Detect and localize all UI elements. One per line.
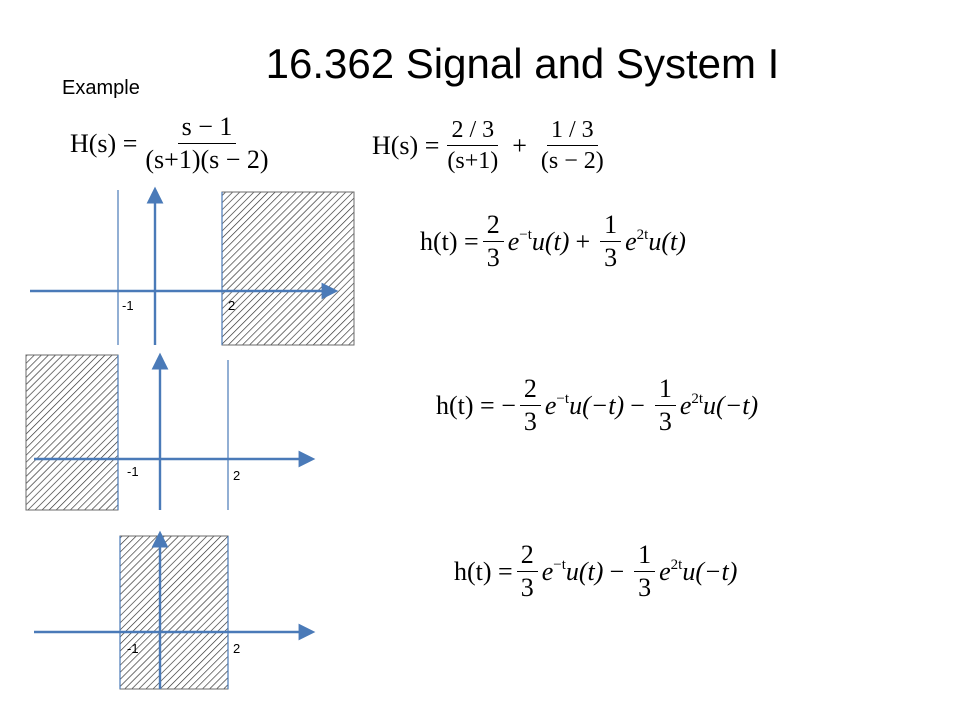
base: e	[541, 556, 554, 586]
step: u(t)	[531, 226, 570, 256]
numerator: 2	[482, 212, 504, 242]
fraction: s − 1 (s+1)(s − 2)	[141, 114, 272, 173]
tick-label-right: 2	[233, 468, 240, 483]
lhs: H(s) =	[70, 128, 138, 158]
exponent: −t	[553, 556, 566, 573]
term-1: e−tu(t)	[541, 556, 604, 586]
example-label: Example	[62, 77, 140, 99]
denominator: 3	[638, 573, 652, 602]
numerator: 1	[634, 542, 656, 572]
base: e	[625, 226, 637, 256]
base: e	[544, 390, 557, 420]
base: e	[679, 390, 692, 420]
denominator: 3	[520, 573, 534, 602]
exponent: 2t	[636, 226, 649, 243]
tick-label-left: -1	[122, 298, 134, 313]
denominator: 3	[604, 243, 618, 272]
denominator: (s+1)	[447, 148, 499, 174]
operator: +	[575, 226, 591, 256]
term-1: e−tu(t)	[507, 226, 570, 256]
exponent: −t	[519, 226, 532, 243]
denominator: (s+1)(s − 2)	[145, 145, 269, 174]
exponent: 2t	[670, 556, 683, 573]
roc-plot-two-sided: -1 2	[34, 530, 316, 690]
term-2: e2tu(−t)	[679, 390, 759, 420]
tick-label-right: 2	[228, 298, 235, 313]
denominator: 3	[486, 243, 500, 272]
page-title: 16.362 Signal and System I	[265, 40, 780, 87]
roc-plot-anticausal: -1 2	[25, 352, 316, 511]
numerator: 1	[600, 212, 622, 242]
numerator: 2	[519, 376, 541, 406]
tick-label-left: -1	[127, 464, 139, 479]
term-2: e2tu(−t)	[659, 556, 738, 586]
tick-label-right: 2	[233, 641, 240, 656]
lhs: h(t) =	[454, 556, 513, 586]
numerator: 2	[516, 542, 538, 572]
step: u(t)	[648, 226, 686, 256]
denominator: 3	[658, 407, 672, 436]
transfer-function-partial: H(s) = 2 / 3 (s+1) + 1 / 3 (s − 2)	[372, 118, 612, 173]
tick-label-left: -1	[127, 641, 139, 656]
exponent: −t	[556, 390, 570, 407]
numerator: 1	[654, 376, 676, 406]
term-1: e−tu(−t)	[544, 390, 625, 420]
step: u(t)	[565, 556, 604, 586]
term-2: e2tu(t)	[625, 226, 686, 256]
numerator: s − 1	[177, 114, 237, 144]
numerator: 2 / 3	[447, 118, 499, 146]
denominator: 3	[523, 407, 537, 436]
step: u(−t)	[569, 390, 625, 420]
operator: −	[609, 556, 625, 586]
plus-sign: +	[512, 130, 527, 160]
lhs: h(t) = −	[436, 390, 516, 420]
numerator: 1 / 3	[547, 118, 598, 146]
roc-region	[25, 354, 119, 511]
lhs: h(t) =	[420, 226, 479, 256]
base: e	[507, 226, 520, 256]
denominator: (s − 2)	[540, 148, 604, 174]
fraction-1: 2 / 3 (s+1)	[443, 118, 502, 173]
base: e	[659, 556, 671, 586]
lhs: H(s) =	[372, 130, 440, 160]
step: u(−t)	[703, 390, 759, 420]
step: u(−t)	[682, 556, 738, 586]
operator: −	[630, 390, 645, 420]
exponent: 2t	[691, 390, 704, 407]
fraction-2: 1 / 3 (s − 2)	[537, 118, 608, 173]
roc-region	[119, 535, 229, 690]
transfer-function-factored: H(s) = s − 1 (s+1)(s − 2)	[70, 114, 277, 173]
roc-region	[221, 191, 355, 346]
roc-plot-causal: -1 2	[30, 186, 355, 346]
